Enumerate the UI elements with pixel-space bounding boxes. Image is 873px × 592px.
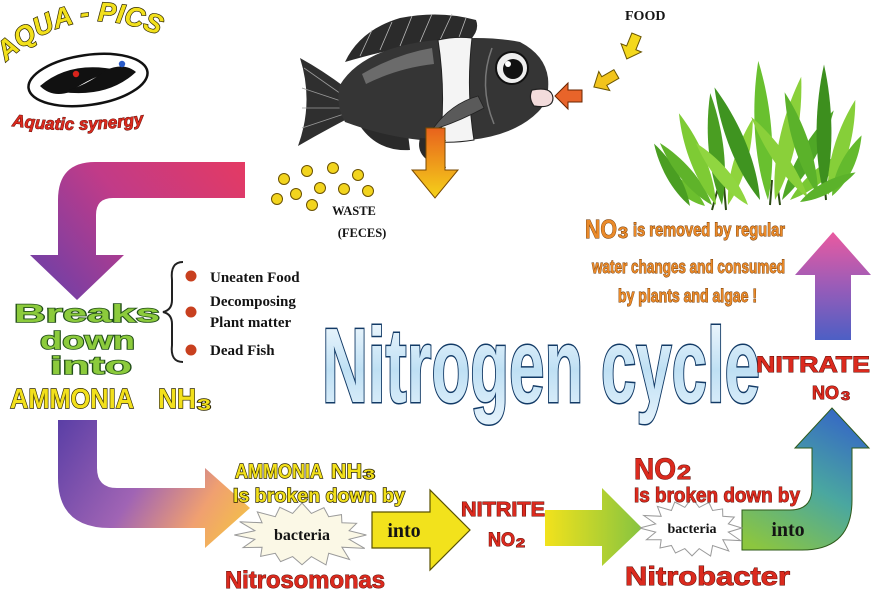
waste-pellet (315, 183, 326, 194)
arrow-ammonia-to-bacteria (58, 420, 250, 548)
waste-label: WASTE (332, 204, 376, 218)
waste-pellet (291, 189, 302, 200)
food-label: FOOD (625, 9, 665, 24)
feces-label: (FECES) (338, 226, 387, 240)
nitrite-formula: NO (488, 530, 515, 551)
step1-heading-subscript: 3 (363, 466, 375, 482)
logo-tagline-path: Aquatic synergy (11, 109, 146, 134)
ammonia-formula: NH (158, 383, 196, 414)
food-arrows (555, 31, 647, 109)
fish-eye-highlight (505, 61, 511, 67)
nitrosomonas-label: Nitrosomonas (225, 567, 385, 592)
bullet-dot (186, 271, 197, 282)
food-arrow-icon (617, 31, 647, 63)
source-item: Dead Fish (210, 343, 275, 359)
step1-bacteria-label: bacteria (274, 527, 330, 544)
step2-arrow-label: into (771, 519, 804, 541)
arrow-into-nitrate (742, 408, 869, 550)
note-line: water changes and consumed (591, 257, 785, 277)
ammonia-subscript: 3 (197, 397, 211, 414)
step1-heading-formula: NH (331, 461, 362, 483)
waste-pellet (339, 184, 350, 195)
breaks-label: Breaks (14, 300, 160, 328)
step1-heading-name: AMMONIA (235, 461, 323, 483)
aquatic-plants (649, 60, 868, 210)
arrow-nitrite-to-bacteria (545, 488, 642, 566)
source-item: Decomposing (210, 294, 296, 310)
waste-pellet (363, 186, 374, 197)
ammonia-name: AMMONIA (10, 383, 134, 414)
note-subscript: 3 (618, 225, 628, 242)
step2-bacteria-label: bacteria (668, 522, 717, 537)
waste-pellet (353, 170, 364, 181)
waste-pellet (307, 200, 318, 211)
arrow-nitrate-to-plants (795, 232, 871, 340)
nitrobacter-label: Nitrobacter (625, 561, 790, 591)
bullet-dot (186, 345, 197, 356)
nitrite-subscript: 2 (516, 536, 525, 550)
waste-pellet (328, 163, 339, 174)
note-line: by plants and algae ! (618, 286, 757, 306)
into-label: into (50, 352, 132, 380)
aqua-pics-logo: AQUA - PICS Aquatic synergy (0, 0, 167, 134)
nitrate-subscript: 3 (841, 389, 850, 403)
bullet-dot (186, 307, 197, 318)
nitrite-name: NITRITE (461, 499, 545, 521)
waste-pellet (279, 174, 290, 185)
fish-mouth (530, 89, 553, 107)
logo-red-dot (73, 71, 79, 77)
step1-heading-line2: Is broken down by (233, 486, 405, 507)
diagram-title: Nitrogen cycle (322, 307, 760, 425)
logo-blue-dot (119, 61, 125, 67)
food-arrow-icon (588, 64, 622, 96)
logo-tagline: Aquatic synergy (11, 109, 146, 134)
step2-heading-formula: NO (634, 453, 676, 486)
source-item: Plant matter (210, 315, 292, 331)
note-line: is removed by regular (633, 220, 785, 240)
down-label: down (40, 327, 135, 355)
source-item: Uneaten Food (210, 270, 300, 286)
sources-brace (163, 262, 183, 362)
food-arrow-icon (555, 83, 582, 109)
waste-pellet (272, 194, 283, 205)
nitrate-name: NITRATE (756, 352, 870, 377)
step2-heading-subscript: 2 (677, 462, 691, 484)
step2-heading-line2: Is broken down by (634, 485, 801, 507)
step1-arrow-label: into (387, 520, 420, 542)
waste-pellet (302, 166, 313, 177)
note-formula: NO (585, 214, 617, 244)
nitrate-formula: NO (812, 383, 839, 403)
